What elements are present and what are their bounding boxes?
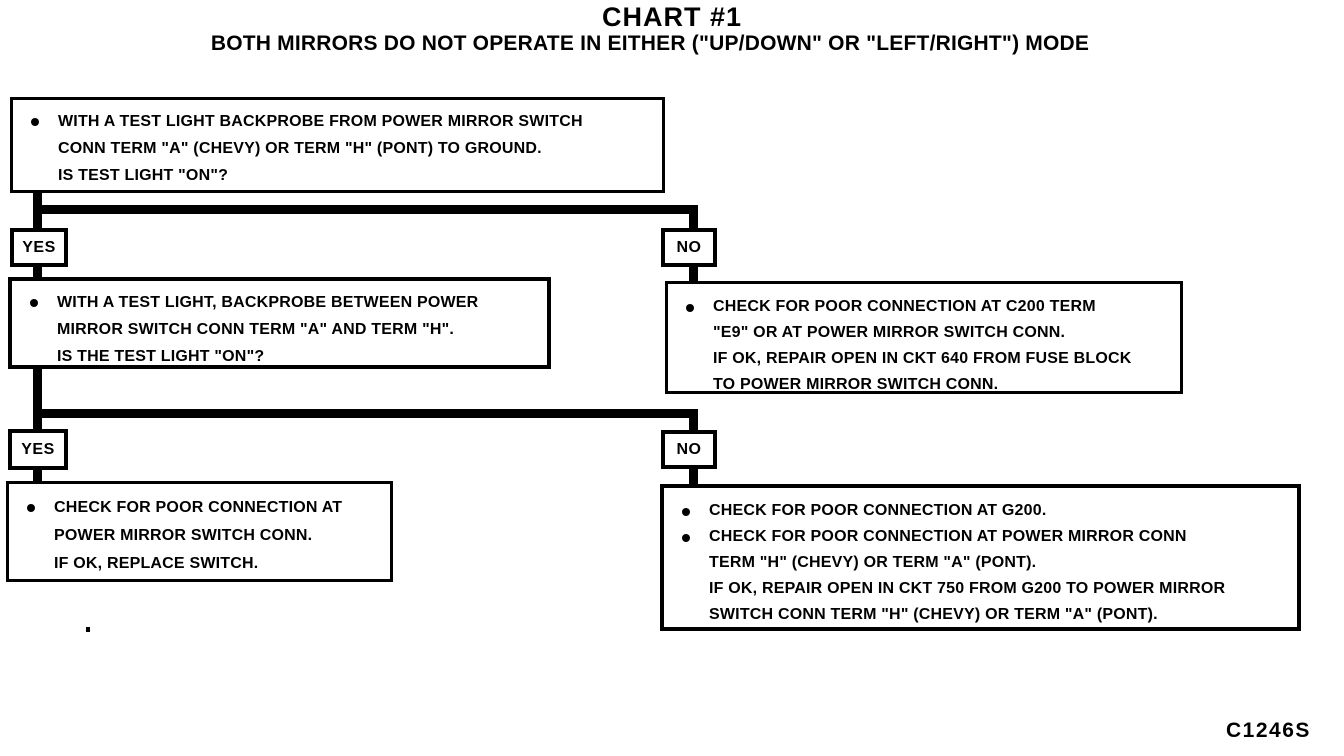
bullet-icon [686,304,694,312]
scan-artifact-dot [86,627,90,632]
decision-label-no-1: NO [661,228,717,267]
action-no2-line: IF OK, REPAIR OPEN IN CKT 750 FROM G200 … [709,580,1226,597]
question-2-line: WITH A TEST LIGHT, BACKPROBE BETWEEN POW… [57,294,479,311]
action-box-no-1: CHECK FOR POOR CONNECTION AT C200 TERM "… [665,281,1183,394]
decision-label-yes-2: YES [8,429,68,470]
yes-label: YES [22,238,56,256]
chart-title: CHART #1 [601,2,743,32]
action-no2-line: TERM "H" (CHEVY) OR TERM "A" (PONT). [709,554,1037,571]
document-code: C1246S [1226,719,1311,742]
connector-bar-1 [33,205,698,214]
connector-yes2-to-action [33,469,42,482]
bullet-item: CHECK FOR POOR CONNECTION AT POWER MIRRO… [664,524,1297,628]
connector-q2-to-yes2 [33,368,42,430]
action-no1-line: TO POWER MIRROR SWITCH CONN. [713,376,999,393]
action-no2-line: CHECK FOR POOR CONNECTION AT G200. [709,502,1047,519]
bullet-icon [31,118,39,126]
no-label: NO [676,440,702,458]
decision-label-no-2: NO [661,430,717,469]
action-yes2-line: CHECK FOR POOR CONNECTION AT [54,499,343,516]
bullet-icon [682,508,690,516]
bullet-item: WITH A TEST LIGHT BACKPROBE FROM POWER M… [13,108,662,189]
question-1-line: WITH A TEST LIGHT BACKPROBE FROM POWER M… [58,113,583,130]
bullet-item: CHECK FOR POOR CONNECTION AT C200 TERM "… [668,294,1180,398]
bullet-icon [30,299,38,307]
bullet-item: CHECK FOR POOR CONNECTION AT POWER MIRRO… [9,494,390,578]
connector-bar2-to-no2 [689,409,698,431]
question-box-1: WITH A TEST LIGHT BACKPROBE FROM POWER M… [10,97,665,193]
action-yes2-line: POWER MIRROR SWITCH CONN. [54,527,313,544]
bullet-icon [682,534,690,542]
action-box-yes-2: CHECK FOR POOR CONNECTION AT POWER MIRRO… [6,481,393,582]
question-box-2: WITH A TEST LIGHT, BACKPROBE BETWEEN POW… [8,277,551,369]
connector-no1-to-action [689,266,698,282]
no-label: NO [676,238,702,256]
action-no2-line: CHECK FOR POOR CONNECTION AT POWER MIRRO… [709,528,1187,545]
question-1-line: IS TEST LIGHT "ON"? [58,167,229,184]
connector-bar1-to-no1 [689,205,698,229]
action-no1-line: "E9" OR AT POWER MIRROR SWITCH CONN. [713,324,1066,341]
action-no1-line: CHECK FOR POOR CONNECTION AT C200 TERM [713,298,1096,315]
chart-subtitle: BOTH MIRRORS DO NOT OPERATE IN EITHER ("… [210,32,1090,55]
question-2-line: MIRROR SWITCH CONN TERM "A" AND TERM "H"… [57,321,455,338]
yes-label: YES [21,440,55,458]
connector-yes1-to-q2 [33,266,42,279]
action-no1-line: IF OK, REPAIR OPEN IN CKT 640 FROM FUSE … [713,350,1132,367]
bullet-item: WITH A TEST LIGHT, BACKPROBE BETWEEN POW… [12,289,547,370]
action-yes2-line: IF OK, REPLACE SWITCH. [54,555,259,572]
action-box-no-2: CHECK FOR POOR CONNECTION AT G200. CHECK… [660,484,1301,631]
connector-no2-to-action [689,468,698,485]
question-2-line: IS THE TEST LIGHT "ON"? [57,348,265,365]
connector-bar-2 [33,409,698,418]
action-no2-line: SWITCH CONN TERM "H" (CHEVY) OR TERM "A"… [709,606,1158,623]
question-1-line: CONN TERM "A" (CHEVY) OR TERM "H" (PONT)… [58,140,542,157]
bullet-icon [27,504,35,512]
bullet-item: CHECK FOR POOR CONNECTION AT G200. [664,498,1297,524]
decision-label-yes-1: YES [10,228,68,267]
